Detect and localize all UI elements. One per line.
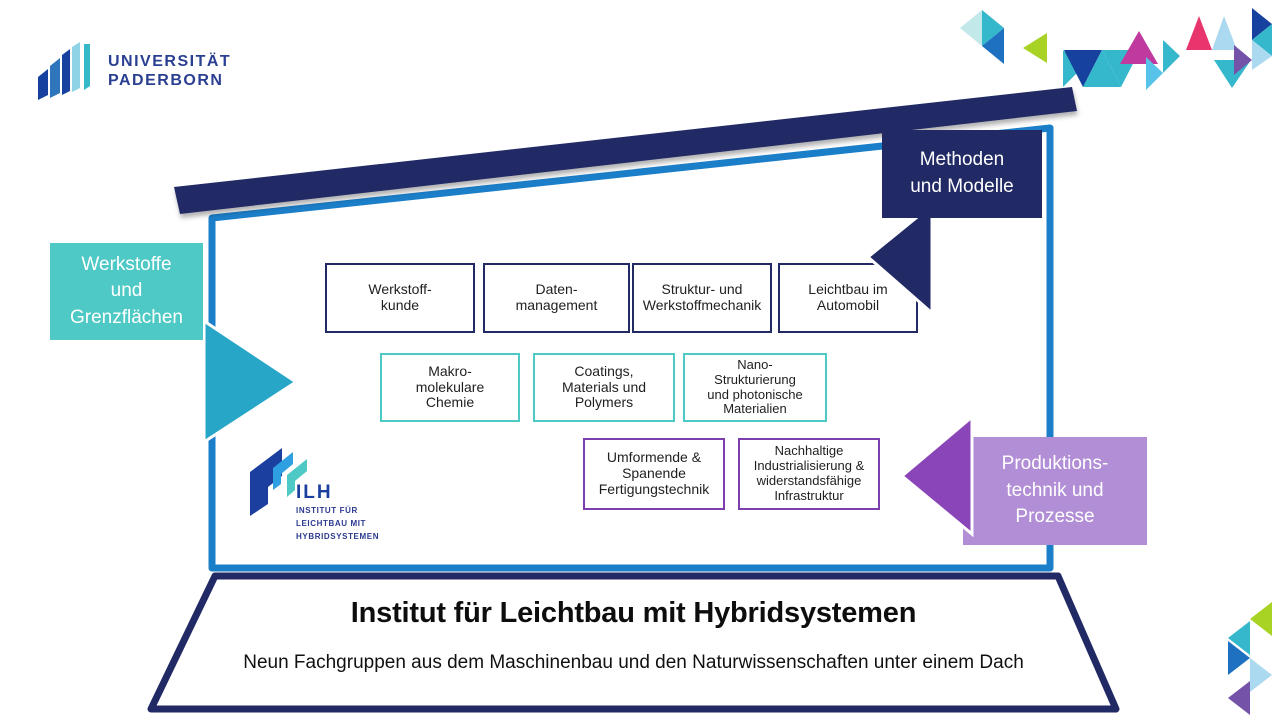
fachgruppe-leichtbau-automobil: Leichtbau im Automobil [778, 263, 918, 333]
ilh-name-line1: INSTITUT FÜR [296, 506, 358, 515]
category-materials-box: Werkstoffe und Grenzflächen [50, 243, 203, 340]
category-materials-label: Werkstoffe und Grenzflächen [69, 253, 183, 328]
fachgruppe-label: Umformende & Spanende Fertigungstechnik [598, 449, 710, 497]
fachgruppe-nanostrukturierung: Nano- Strukturierung und photonische Mat… [683, 353, 827, 422]
fachgruppe-label: Nano- Strukturierung und photonische Mat… [707, 356, 803, 417]
fachgruppe-makromolekulare-chemie: Makro- molekulare Chemie [380, 353, 520, 422]
slide-title: Institut für Leichtbau mit Hybridsysteme… [350, 597, 917, 629]
fachgruppe-strukturmechanik: Struktur- und Werkstoffmechanik [632, 263, 772, 333]
mosaic-bottom-right [1228, 602, 1272, 715]
fachgruppe-coatings-materials-polymers: Coatings, Materials und Polymers [533, 353, 675, 422]
fachgruppe-fertigungstechnik: Umformende & Spanende Fertigungstechnik [583, 438, 725, 510]
university-name-line1: UNIVERSITÄT [108, 53, 232, 70]
slide-subtitle: Neun Fachgruppen aus dem Maschinenbau un… [243, 652, 1024, 673]
fachgruppe-label: Coatings, Materials und Polymers [561, 362, 647, 411]
fachgruppe-label: Leichtbau im Automobil [808, 281, 888, 313]
fachgruppe-label: Makro- molekulare Chemie [415, 362, 485, 411]
university-logo: UNIVERSITÄT PADERBORN [36, 40, 231, 102]
fachgruppe-nachhaltige-industrialisierung: Nachhaltige Industrialisierung & widerst… [738, 438, 880, 510]
fachgruppe-werkstoffkunde: Werkstoff- kunde [325, 263, 475, 333]
fachgruppe-label: Nachhaltige Industrialisierung & widerst… [753, 443, 865, 503]
ilh-name-line3: HYBRIDSYSTEMEN [296, 532, 380, 541]
ilh-acronym: ILH [296, 482, 333, 503]
fachgruppe-label: Struktur- und Werkstoffmechanik [642, 281, 762, 313]
fachgruppe-label: Werkstoff- kunde [368, 281, 432, 313]
fachgruppe-datenmanagement: Daten- management [483, 263, 630, 333]
materials-arrow-icon [202, 318, 299, 445]
category-methods-box: Methoden und Modelle [882, 130, 1042, 218]
ilh-name-line2: LEICHTBAU MIT [296, 519, 367, 528]
base-trapezoid [147, 572, 1120, 713]
fachgruppe-label: Daten- management [515, 281, 598, 313]
university-logo-icon [38, 42, 90, 100]
category-production-label: Produktions- technik und Prozesse [1001, 453, 1109, 528]
category-production-box: Produktions- technik und Prozesse [963, 437, 1147, 545]
university-name-line2: PADERBORN [108, 72, 224, 89]
category-methods-label: Methoden und Modelle [910, 149, 1014, 197]
ilh-logo: ILH INSTITUT FÜR LEICHTBAU MIT HYBRIDSYS… [246, 448, 396, 550]
production-arrow-icon [899, 413, 974, 538]
mosaic-top-right [960, 8, 1272, 90]
